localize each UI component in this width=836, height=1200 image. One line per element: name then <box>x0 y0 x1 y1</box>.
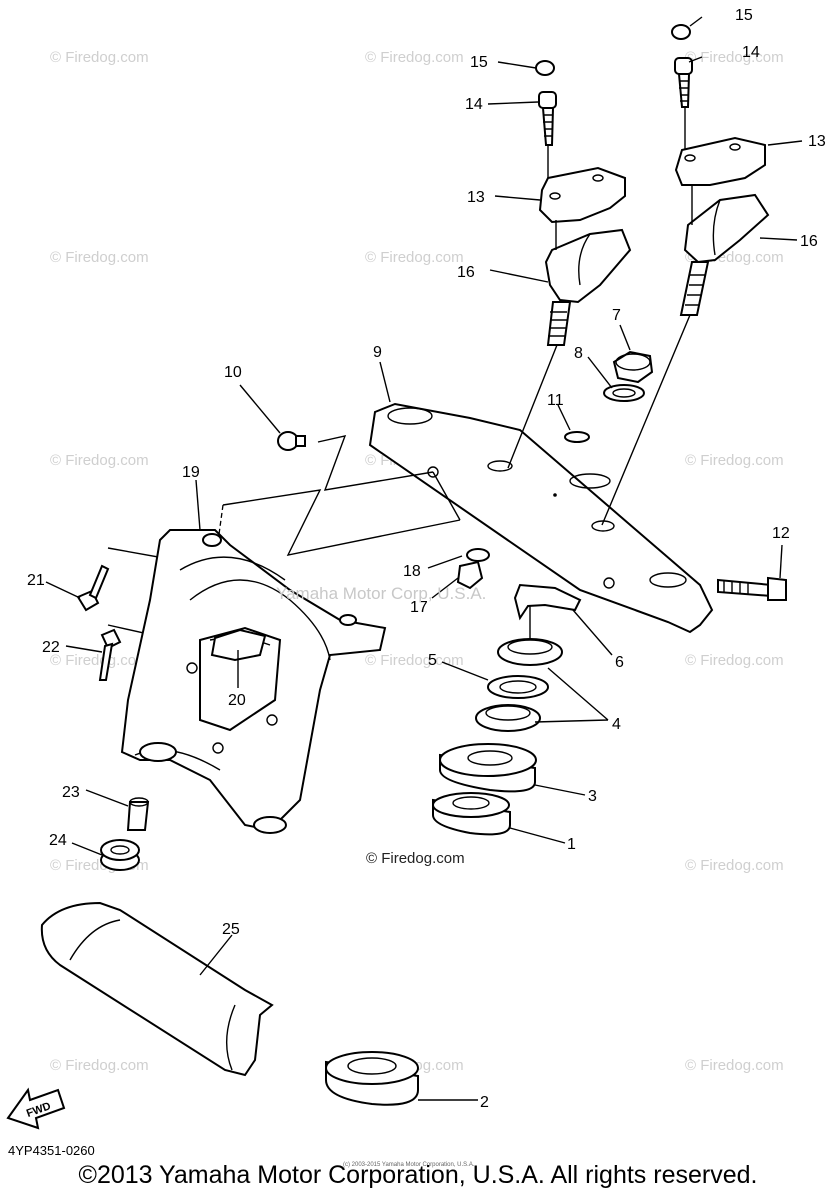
watermark: © Firedog.com <box>50 652 149 669</box>
callout-18: 18 <box>403 563 421 580</box>
callout-3: 3 <box>588 788 597 805</box>
callout-14-right: 14 <box>742 44 760 61</box>
diagram-code: 4YP4351-0260 <box>8 1143 95 1158</box>
callout-23: 23 <box>62 784 80 801</box>
ring-nut-4a <box>497 638 563 666</box>
watermark: © Firedog.com <box>365 249 464 266</box>
bearing-3 <box>439 743 537 793</box>
bolt-12 <box>717 576 787 601</box>
callout-4: 4 <box>612 716 621 733</box>
watermark: © Firedog.com <box>365 652 464 669</box>
cover-25 <box>40 901 274 1077</box>
callout-9: 9 <box>373 344 382 361</box>
watermark: © Firedog.com <box>685 49 784 66</box>
callout-14-left: 14 <box>465 96 483 113</box>
callout-7: 7 <box>612 307 621 324</box>
bottom-watermark: © Firedog.com <box>366 850 465 867</box>
watermark: © Firedog.com <box>685 857 784 874</box>
callout-labels: 15 15 14 14 13 13 16 16 7 8 9 10 11 12 1… <box>27 7 826 1111</box>
callout-2: 2 <box>480 1094 489 1111</box>
upper-bracket-part <box>368 402 714 634</box>
watermark: © Firedog.com <box>50 49 149 66</box>
callout-20: 20 <box>228 692 246 709</box>
callout-10: 10 <box>224 364 242 381</box>
bolt-14-left <box>538 91 557 146</box>
callout-16-right: 16 <box>800 233 818 250</box>
callout-21: 21 <box>27 572 45 589</box>
nut-7 <box>612 350 654 384</box>
nut-17 <box>456 560 484 590</box>
callout-6: 6 <box>615 654 624 671</box>
callout-11: 11 <box>547 392 564 409</box>
clip-20 <box>210 628 267 662</box>
seal-6 <box>513 583 582 621</box>
callout-22: 22 <box>42 639 60 656</box>
leader-lines <box>45 16 803 1101</box>
callout-15-left: 15 <box>470 54 488 71</box>
grommet-24 <box>100 839 140 871</box>
ring-nut-4b <box>475 704 541 732</box>
collar-23 <box>126 797 150 831</box>
plug-11 <box>564 431 590 443</box>
cap-10 <box>277 431 306 451</box>
handlebar-holder-right <box>674 136 770 316</box>
watermark: © Firedog.com <box>50 1057 149 1074</box>
watermark: © Firedog.com <box>365 49 464 66</box>
bolt-21 <box>76 564 110 612</box>
callout-8: 8 <box>574 345 583 362</box>
washer-18 <box>466 548 490 562</box>
tiny-credit: (c) 2003-2015 Yamaha Motor Corporation, … <box>343 1162 475 1168</box>
handlebar-holder-left <box>538 166 632 346</box>
headlight-bracket-19 <box>120 529 387 834</box>
callout-12: 12 <box>772 525 790 542</box>
bearing-2 <box>325 1051 419 1106</box>
watermark: © Firedog.com <box>50 249 149 266</box>
callout-15-right: 15 <box>735 7 753 24</box>
callout-5: 5 <box>428 652 437 669</box>
cap-15-left <box>535 60 555 76</box>
watermark: © Firedog.com <box>685 1057 784 1074</box>
callout-24: 24 <box>49 832 67 849</box>
callout-16-left: 16 <box>457 264 475 281</box>
callout-13-left: 13 <box>467 189 485 206</box>
bearing-1 <box>432 792 511 836</box>
callout-19: 19 <box>182 464 200 481</box>
copyright-text: ©2013 Yamaha Motor Corporation, U.S.A. A… <box>78 1161 758 1189</box>
center-watermark: Yamaha Motor Corp, U.S.A. <box>276 584 487 603</box>
cap-15-right <box>671 24 691 40</box>
fwd-arrow-icon: FWD <box>6 1087 66 1130</box>
washer-5 <box>487 675 549 699</box>
bolt-22 <box>98 628 122 681</box>
washer-8 <box>603 384 645 402</box>
watermark: © Firedog.com <box>685 652 784 669</box>
watermark: © Firedog.com <box>685 452 784 469</box>
callout-25: 25 <box>222 921 240 938</box>
watermark: © Firedog.com <box>50 452 149 469</box>
callout-13-right: 13 <box>808 133 826 150</box>
callout-17: 17 <box>410 599 428 616</box>
callout-1: 1 <box>567 836 576 853</box>
bolt-14-right <box>674 57 693 108</box>
